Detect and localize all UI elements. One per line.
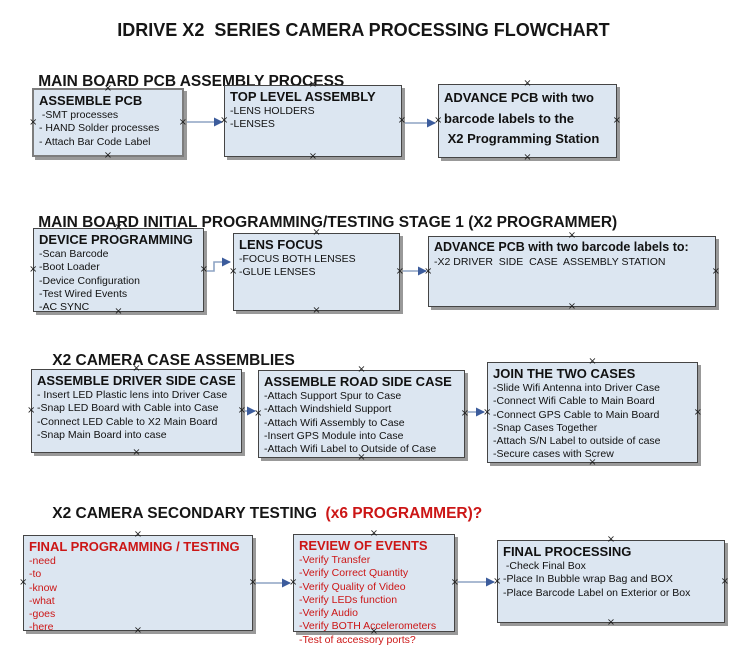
- box-advance-pcb-programming-station: ADVANCE PCB with two barcode labels to t…: [434, 79, 621, 163]
- box-item: -AC SYNC: [39, 301, 90, 314]
- box-title: ADVANCE PCB with two barcode labels to:: [434, 240, 689, 254]
- box-item: -Attach Support Spur to Case: [264, 390, 402, 402]
- box-item: -Scan Barcode: [39, 248, 109, 260]
- box-item: -X2 DRIVER SIDE CASE ASSEMBLY STATION: [434, 256, 666, 268]
- box-join-the-two-cases: JOIN THE TWO CASES -Slide Wifi Antenna i…: [483, 357, 702, 468]
- box-title: ASSEMBLE PCB: [39, 93, 143, 108]
- box-item: -what: [29, 594, 55, 607]
- box-title: FINAL PROGRAMMING / TESTING: [29, 539, 240, 554]
- box-item: -Attach S/N Label to outside of case: [493, 435, 661, 448]
- box-item: -Test of accessory ports?: [299, 633, 416, 646]
- box-item: -GLUE LENSES: [239, 266, 316, 279]
- box-item: -Check Final Box: [503, 560, 586, 572]
- box-review-of-events: REVIEW OF EVENTS -Verify Transfer -Verif…: [289, 529, 459, 646]
- box-title: TOP LEVEL ASSEMBLY: [230, 89, 376, 104]
- box-item: -Verify Transfer: [299, 554, 371, 566]
- box-item: -Boot Loader: [39, 261, 100, 274]
- box-item: -Connect LED Cable to X2 Main Board: [37, 415, 218, 428]
- section-header-initial-programming: MAIN BOARD INITIAL PROGRAMMING/TESTING S…: [38, 214, 618, 231]
- section-header-secondary-testing: X2 CAMERA SECONDARY TESTING (x6 PROGRAMM…: [52, 505, 483, 522]
- box-item: -Attach Windshield Support: [264, 403, 392, 416]
- box-item: -Place Barcode Label on Exterior or Box: [503, 586, 691, 599]
- box-title: FINAL PROCESSING: [503, 544, 632, 559]
- flowchart-title: IDRIVE X2 SERIES CAMERA PROCESSING FLOWC…: [117, 20, 610, 40]
- box-item: -LENSES: [230, 118, 275, 131]
- box-item: - Attach Bar Code Label: [39, 135, 151, 148]
- box-title: DEVICE PROGRAMMING: [39, 232, 193, 247]
- box-item: -Verify LEDs function: [299, 593, 398, 606]
- connector-arrow: [205, 257, 231, 272]
- box-final-programming-testing: FINAL PROGRAMMING / TESTING -need -to -k…: [19, 530, 257, 636]
- box-item: -LENS HOLDERS: [230, 105, 315, 117]
- box-item: -goes: [29, 608, 56, 621]
- box-item: -know: [29, 581, 58, 594]
- box-item: -Verify Quality of Video: [299, 580, 406, 593]
- box-item: -need: [29, 555, 56, 567]
- box-lens-focus: LENS FOCUS -FOCUS BOTH LENSES -GLUE LENS…: [229, 228, 404, 316]
- box-title: ADVANCE PCB with two: [444, 90, 594, 105]
- box-item: -Insert GPS Module into Case: [264, 429, 404, 442]
- box-title: REVIEW OF EVENTS: [299, 538, 428, 553]
- box-item: -Snap Main Board into case: [37, 428, 167, 441]
- box-item: - Insert LED Plastic lens into Driver Ca…: [37, 389, 228, 401]
- box-item: -Attach Wifi Assembly to Case: [264, 416, 405, 429]
- box-item: -Snap Cases Together: [493, 421, 598, 434]
- box-title: ASSEMBLE ROAD SIDE CASE: [264, 374, 452, 389]
- box-item: -Verify BOTH Accelerometers: [299, 620, 437, 633]
- box-advance-pcb-driver-side: ADVANCE PCB with two barcode labels to: …: [424, 231, 720, 312]
- box-title: JOIN THE TWO CASES: [493, 366, 636, 381]
- box-item: -SMT processes: [39, 109, 119, 121]
- box-title: LENS FOCUS: [239, 237, 323, 252]
- box-item: -Test Wired Events: [39, 287, 128, 300]
- box-item: -Place In Bubble wrap Bag and BOX: [503, 573, 673, 586]
- box-item: -Connect Wifi Cable to Main Board: [493, 395, 655, 408]
- box-item: -Snap LED Board with Cable into Case: [37, 402, 219, 415]
- secondary-testing-red-note: (x6 PROGRAMMER)?: [316, 505, 483, 522]
- box-top-level-assembly: TOP LEVEL ASSEMBLY -LENS HOLDERS -LENSES…: [220, 80, 406, 162]
- box-assemble-pcb: ASSEMBLE PCB -SMT processes - HAND Solde…: [29, 84, 187, 161]
- box-assemble-road-side-case: ASSEMBLE ROAD SIDE CASE -Attach Support …: [254, 365, 469, 463]
- box-item: -to: [29, 568, 42, 581]
- box-title: ASSEMBLE DRIVER SIDE CASE: [37, 373, 236, 388]
- section-header-case-assemblies: X2 CAMERA CASE ASSEMBLIES: [52, 352, 295, 369]
- box-item: -FOCUS BOTH LENSES: [239, 253, 356, 265]
- box-device-programming: DEVICE PROGRAMMING -Scan Barcode -Boot L…: [29, 223, 208, 317]
- box-item: -Verify Audio: [299, 607, 358, 620]
- box-item: -Device Configuration: [39, 274, 140, 287]
- box-item: -here: [29, 621, 54, 634]
- box-item: -Attach Wifi Label to Outside of Case: [264, 443, 437, 456]
- box-assemble-driver-side-case: ASSEMBLE DRIVER SIDE CASE - Insert LED P…: [27, 364, 246, 458]
- box-item: - HAND Solder processes: [39, 122, 160, 135]
- box-item: X2 Programming Station: [444, 131, 600, 146]
- box-item: barcode labels to the: [444, 111, 575, 126]
- box-final-processing: FINAL PROCESSING -Check Final Box -Place…: [493, 535, 729, 628]
- box-item: -Verify Correct Quantity: [299, 567, 409, 580]
- box-item: -Slide Wifi Antenna into Driver Case: [493, 382, 660, 394]
- box-item: -Connect GPS Cable to Main Board: [493, 408, 660, 421]
- box-item: -Secure cases with Screw: [493, 448, 614, 461]
